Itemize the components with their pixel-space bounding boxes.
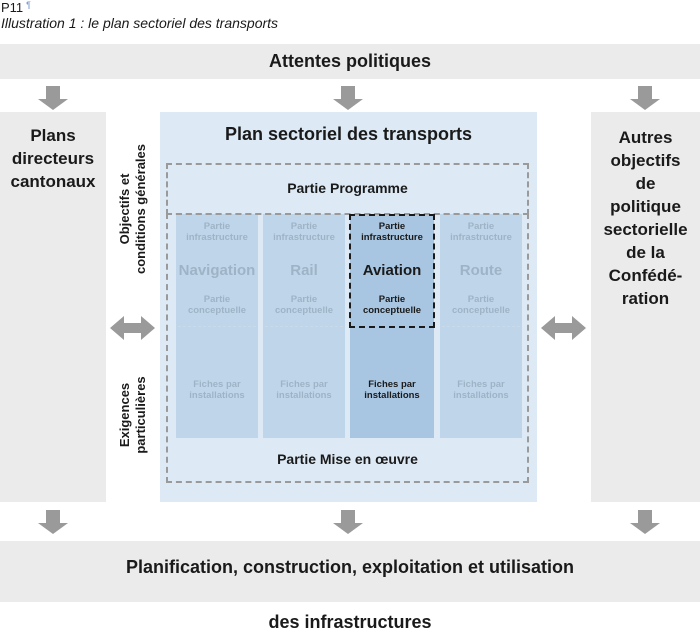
column-divider xyxy=(178,326,256,327)
bottom-band: Planification, construction, exploitatio… xyxy=(0,541,700,632)
down-arrow-icon xyxy=(630,86,660,110)
double-arrow-icon xyxy=(110,316,155,340)
down-arrow-icon xyxy=(333,510,363,534)
page-code: P11¶ xyxy=(1,0,32,15)
arrows-layer xyxy=(38,86,660,534)
down-arrow-icon xyxy=(333,86,363,110)
column-divider xyxy=(265,326,343,327)
column-name: Rail xyxy=(290,262,318,279)
figure-caption: Illustration 1 : le plan sectoriel des t… xyxy=(1,15,279,31)
mise-en-oeuvre-label: Partie Mise en œuvre xyxy=(277,451,418,467)
programme-frame xyxy=(166,163,529,215)
down-arrow-icon xyxy=(38,86,68,110)
pilcrow-mark: ¶ xyxy=(26,0,32,10)
aviation-highlight-frame xyxy=(349,214,435,328)
column-name: Aviation xyxy=(362,262,422,279)
column-name: Route xyxy=(459,262,503,279)
column-divider xyxy=(442,326,520,327)
double-arrow-icon xyxy=(541,316,586,340)
top-band-title: Attentes politiques xyxy=(268,51,431,71)
down-arrow-icon xyxy=(38,510,68,534)
plan-title: Plan sectoriel des transports xyxy=(224,124,473,144)
programme-label: Partie Programme xyxy=(287,180,408,196)
top-band: Attentes politiques xyxy=(0,44,700,79)
column-name: Navigation xyxy=(178,262,256,279)
down-arrow-icon xyxy=(630,510,660,534)
